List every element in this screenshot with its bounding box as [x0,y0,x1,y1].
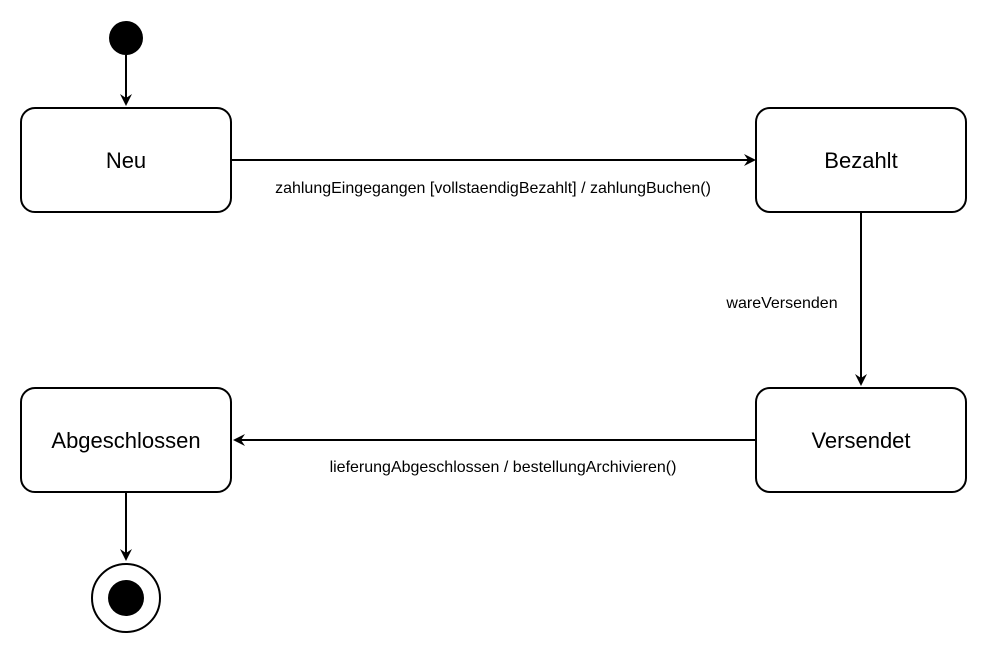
state-versendet-label: Versendet [811,428,910,453]
initial-node [109,21,143,55]
state-abgeschlossen-label: Abgeschlossen [51,428,200,453]
state-neu-label: Neu [106,148,146,173]
transition-bezahlt-versendet-label: wareVersenden [725,295,837,312]
state-bezahlt[interactable]: Bezahlt [755,107,967,213]
final-node [91,563,161,633]
state-abgeschlossen[interactable]: Abgeschlossen [20,387,232,493]
state-bezahlt-label: Bezahlt [824,148,897,173]
transition-versendet-abgeschlossen-label: lieferungAbgeschlossen / bestellungArchi… [330,459,677,476]
state-versendet[interactable]: Versendet [755,387,967,493]
transition-neu-bezahlt-label: zahlungEingegangen [vollstaendigBezahlt]… [275,180,711,197]
state-neu[interactable]: Neu [20,107,232,213]
